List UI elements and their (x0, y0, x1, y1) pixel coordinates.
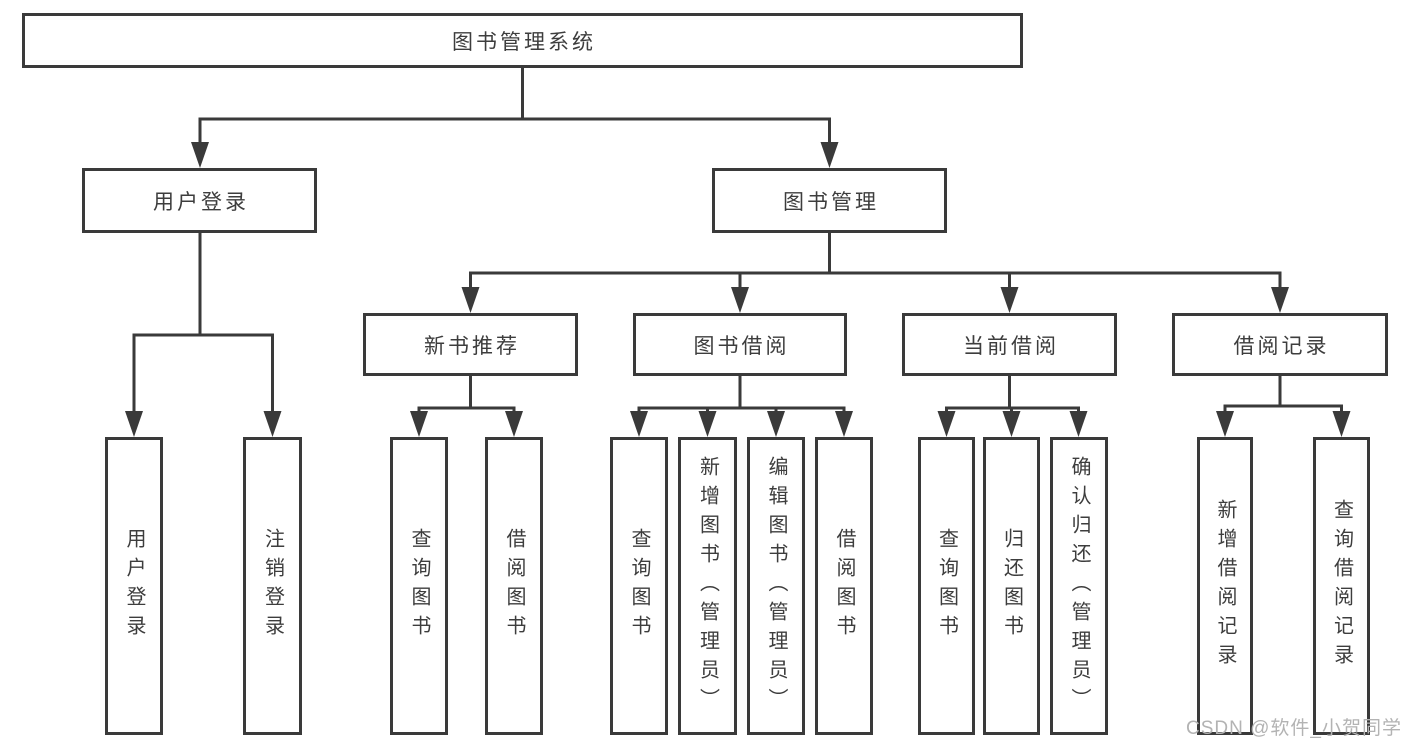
arrowhead-current-confirm (1069, 411, 1088, 437)
leaf-rec-query-book-label: 查询图书 (408, 528, 430, 644)
connector-root-branch (198, 117, 831, 146)
leaf-current-query-book-label: 查询图书 (935, 528, 958, 644)
arrowhead-borrow-add (698, 411, 717, 437)
csdn-watermark: CSDN @软件_小贺同学 (1186, 718, 1402, 739)
leaf-borrow-book-label: 借阅图书 (833, 528, 855, 644)
leaf-rec-query-book: 查询图书 (390, 437, 448, 735)
node-book-borrowing: 图书借阅 (633, 313, 847, 376)
leaf-user-login: 用户登录 (105, 437, 163, 735)
connector-rec-branch (417, 406, 516, 413)
node-root: 图书管理系统 (22, 13, 1023, 68)
arrowhead-borrow (731, 287, 749, 313)
leaf-return-book: 归还图书 (983, 437, 1040, 735)
node-current-borrowing-label: 当前借阅 (963, 334, 1059, 358)
connector-borrow-branch (637, 406, 846, 413)
node-borrowing-records: 借阅记录 (1172, 313, 1388, 376)
leaf-add-book-admin: 新增图书（管理员） (678, 437, 737, 735)
node-book-management-label: 图书管理 (783, 190, 879, 214)
leaf-query-borrow-record: 查询借阅记录 (1313, 437, 1370, 735)
leaf-return-book-label: 归还图书 (1000, 528, 1023, 644)
connector-records-branch (1223, 404, 1343, 413)
leaf-borrow-book: 借阅图书 (815, 437, 873, 735)
leaf-rec-borrow-book-label: 借阅图书 (503, 528, 525, 644)
node-new-book-recommend: 新书推荐 (363, 313, 578, 376)
leaf-current-query-book: 查询图书 (918, 437, 975, 735)
arrowhead-current-query (937, 411, 956, 437)
arrowhead-rec-borrow (505, 411, 523, 437)
node-user-login: 用户登录 (82, 168, 317, 233)
node-book-management: 图书管理 (712, 168, 947, 233)
connector-login-branch (132, 333, 274, 413)
leaf-confirm-return-admin: 确认归还（管理员） (1050, 437, 1108, 735)
node-book-borrowing-label: 图书借阅 (693, 334, 790, 358)
arrowhead-borrow-edit (767, 411, 785, 437)
leaf-user-login-label: 用户登录 (123, 528, 145, 644)
arrowhead-current-return (1002, 411, 1021, 437)
connector-mgmt-branch (469, 271, 1282, 290)
leaf-add-book-admin-label: 新增图书（管理员） (696, 455, 719, 717)
arrowhead-login-user (125, 411, 143, 437)
leaf-borrow-query-book-label: 查询图书 (628, 528, 650, 644)
leaf-confirm-return-admin-label: 确认归还（管理员） (1068, 455, 1090, 717)
arrowhead-borrow-borrow (835, 411, 853, 437)
node-new-book-recommend-label: 新书推荐 (424, 334, 520, 358)
leaf-edit-book-admin: 编辑图书（管理员） (747, 437, 805, 735)
node-borrowing-records-label: 借阅记录 (1233, 334, 1330, 358)
arrowhead-rec-query (410, 411, 428, 437)
arrowhead-mgmt (820, 142, 839, 168)
arrowhead-records-add (1216, 411, 1234, 437)
arrowhead-records (1271, 287, 1289, 313)
arrowhead-login (191, 142, 209, 168)
leaf-query-borrow-record-label: 查询借阅记录 (1330, 499, 1353, 673)
arrowhead-current (1000, 287, 1019, 313)
arrowhead-records-query (1332, 411, 1351, 437)
node-root-label: 图书管理系统 (452, 30, 596, 54)
leaf-borrow-query-book: 查询图书 (610, 437, 668, 735)
leaf-edit-book-admin-label: 编辑图书（管理员） (765, 455, 787, 717)
node-user-login-label: 用户登录 (153, 190, 249, 214)
arrowhead-rec (461, 287, 480, 313)
leaf-add-borrow-record: 新增借阅记录 (1197, 437, 1253, 735)
leaf-logout-label: 注销登录 (261, 528, 284, 644)
leaf-logout: 注销登录 (243, 437, 302, 735)
leaf-rec-borrow-book: 借阅图书 (485, 437, 543, 735)
arrowhead-borrow-query (630, 411, 648, 437)
leaf-add-borrow-record-label: 新增借阅记录 (1214, 499, 1236, 673)
arrowhead-login-logout (263, 411, 282, 437)
node-current-borrowing: 当前借阅 (902, 313, 1117, 376)
